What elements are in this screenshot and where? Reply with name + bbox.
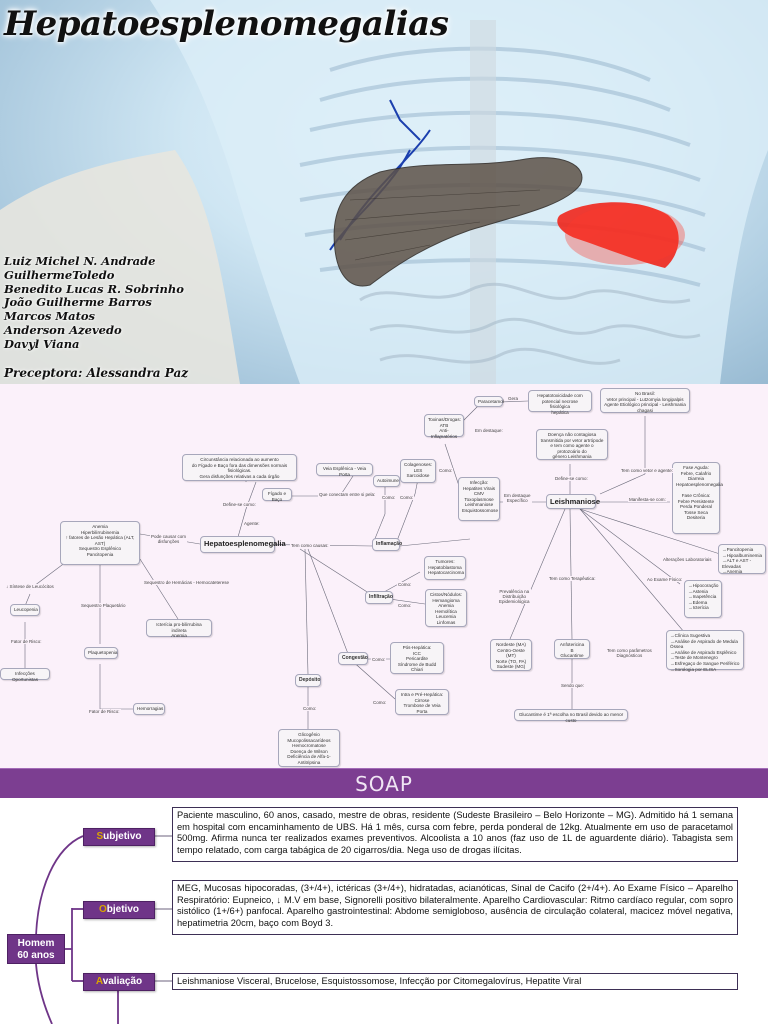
node-infeccao: Infecção: Hepatites Virais CMV Toxoplasm… xyxy=(458,477,500,521)
node-infeccoes-oportunistas: Infecções Oportunistas xyxy=(0,668,50,682)
author-name: Marcos Matos xyxy=(4,309,96,324)
section-label-avaliacao: Avaliação xyxy=(83,973,155,991)
concept-map: Hepatoesplenomegalia Anemia Hiperbilirru… xyxy=(0,384,768,768)
node-hemorragias: Hemorragias xyxy=(133,703,165,715)
link-label: Pode causar com disfunções xyxy=(150,534,188,544)
link-label: Tem como causas: xyxy=(290,543,330,548)
link-label: Sendo que: xyxy=(560,683,586,688)
link-label: Como: xyxy=(397,603,413,608)
section-text-subjetivo: Paciente masculino, 60 anos, casado, mes… xyxy=(172,807,738,862)
node-anemia: Anemia Hiperbilirrubinemia ↑ fatores de … xyxy=(60,521,140,565)
author-name: João Guilherme Barros xyxy=(4,295,152,310)
link-label: Que conectam entre si pela: xyxy=(318,492,377,497)
node-fases: Fase Aguda: Febre, Calafrio Diarreia Hep… xyxy=(672,462,723,534)
author-name: Davyl Viana xyxy=(4,336,80,351)
node-toxinas: Toxinas/Drogas: ATB Anti-Inflamatórios xyxy=(424,414,464,439)
node-ictericia: Icterícia pro-bilirrubina indireta Anemi… xyxy=(146,619,212,638)
node-cistos: Cistos/Nódulos: Hemangioma Anemia Hemolí… xyxy=(425,589,467,627)
link-label: Em destaque Específico xyxy=(503,493,532,503)
anatomy-illustration xyxy=(0,0,768,384)
link-label: Como: xyxy=(438,468,454,473)
node-veia-esplenica: Veia Esplênica - Veia Porta xyxy=(316,463,373,477)
link-label: Como: xyxy=(371,657,387,662)
node-hepatotoxicidade: Hepatotoxicidade com potencial necrose f… xyxy=(528,390,592,415)
section-text-avaliacao: Leishmaniose Visceral, Brucelose, Esquis… xyxy=(172,973,738,990)
section-label-rest: bjetivo xyxy=(106,904,139,915)
section-label-subjetivo: Subjetivo xyxy=(83,828,155,846)
link-label: Gera xyxy=(507,396,520,401)
author-name: Luiz Michel N. Andrade xyxy=(4,254,156,268)
section-label-rest: ubjetivo xyxy=(103,831,142,842)
preceptor-name: Preceptora: Alessandra Paz xyxy=(4,366,189,380)
patient-age: 60 anos xyxy=(17,950,55,961)
node-sequestro-plaquetario: Sequestro Plaquetário xyxy=(80,603,127,608)
link-label: Fator de Risco: xyxy=(88,709,121,714)
soap-connectors xyxy=(35,835,172,1024)
link-label: Em destaque: xyxy=(474,428,504,433)
patient-box: Homem 60 anos xyxy=(7,934,65,964)
author-name: GuilhermeToledo xyxy=(4,267,115,282)
link-label: Como: xyxy=(399,495,415,500)
node-figado-baco: Fígado e Baço xyxy=(262,488,292,502)
soap-title: SOAP xyxy=(355,772,413,796)
node-infiltracao: Infiltração xyxy=(365,591,393,604)
hero-banner: Hepatoesplenomegalias Luiz Michel N. And… xyxy=(0,0,768,384)
link-label: Como: xyxy=(381,495,397,500)
soap-header-bar: SOAP xyxy=(0,768,768,799)
link-label: Como: xyxy=(372,700,388,705)
node-glucantime: Glucantime é 1ª escolha no Brasil devido… xyxy=(514,709,628,723)
node-leucopenia: Leucopenia xyxy=(10,604,40,616)
node-diagnostico: →Clínica Sugestiva →Análise de Aspirado … xyxy=(666,630,744,672)
link-label: Agente: xyxy=(243,521,261,526)
page-title: Hepatoesplenomegalias xyxy=(4,4,449,44)
link-label: Ao Exame Físico: xyxy=(646,577,684,582)
section-initial: A xyxy=(95,976,103,987)
node-sintese-leucocitos: ↓ Síntese de Leucócitos xyxy=(5,584,55,589)
node-doenca: Doença não contagiosa transmitida por ve… xyxy=(536,429,608,460)
author-name: Benedito Lucas R. Sobrinho xyxy=(4,281,184,296)
node-inflamacao: Inflamação xyxy=(372,538,402,551)
link-label: Tem como vetor e agente: xyxy=(620,468,675,473)
node-leishmaniose: Leishmaniose xyxy=(546,494,600,509)
section-initial: O xyxy=(98,904,107,915)
section-text-objetivo: MEG, Mucosas hipocoradas, (3+/4+), ictér… xyxy=(172,880,738,935)
node-distribuicao: Nordeste (MA) Centro-Oeste (MT) Norte (T… xyxy=(490,639,532,671)
patient-sex: Homem xyxy=(17,938,55,949)
node-plaquetopenia: Plaquetopenia xyxy=(84,647,118,659)
node-alteracoes-lab: →Pancitopenia →Hipoalbuminemia →ALT e AS… xyxy=(718,544,766,574)
link-label: Fator de Risco: xyxy=(10,639,43,644)
node-glicogenio: Glicogênio Mucopolissacarídeos Hemocroma… xyxy=(278,729,340,767)
node-circunstancia: Circunstância relacionada ao aumento do … xyxy=(182,454,297,481)
link-label: Tem como parâmetros Diagnósticos xyxy=(606,648,653,658)
node-colagenoses: Colagenoses: LES Sarcoidose xyxy=(400,459,436,483)
link-label: Tem como Terapêutica: xyxy=(548,576,597,581)
node-deposito: Depósito xyxy=(295,674,321,687)
link-label: Como: xyxy=(302,706,318,711)
link-label: Define-se como: xyxy=(222,502,257,507)
node-pos-hepatica: Pós-Hepática: ICC Pericardite Síndrome d… xyxy=(390,642,444,674)
link-label: Alterações Laboratoriais xyxy=(662,557,713,562)
author-name: Anderson Azevedo xyxy=(4,322,122,337)
node-intra-hepatica: Intra e Pré-Hepática: Cirrose Trombose d… xyxy=(395,689,449,715)
link-label: Manifesta-se com: xyxy=(628,497,667,502)
node-hepatoesplenomegalia: Hepatoesplenomegalia xyxy=(200,536,286,553)
node-no-brasil: No Brasil: Vetor principal - Lutzomyia l… xyxy=(600,388,690,413)
node-exame-fisico: →Hipocoração →Astenia →Inapetência →Edem… xyxy=(684,580,722,618)
author-list: Luiz Michel N. Andrade GuilhermeToledo B… xyxy=(4,254,184,352)
node-paracetamol: Paracetamol xyxy=(474,396,504,407)
node-autoimune: Autoimune xyxy=(373,475,400,487)
section-label-objetivo: Objetivo xyxy=(83,901,155,919)
section-initial: S xyxy=(96,831,104,842)
link-label: Define-se como: xyxy=(554,476,589,481)
link-label: Como: xyxy=(397,582,413,587)
node-tumores: Tumores: Hepatoblastoma Hepatocarcinoma xyxy=(424,556,466,580)
node-terapeutica: Anfotericina B Glucantime xyxy=(554,639,590,659)
soap-section: Homem 60 anos Subjetivo Paciente masculi… xyxy=(0,798,768,1024)
link-label: Prevalência na Distribuição Epidemiológi… xyxy=(498,589,531,604)
node-sequestro-hemacias: Sequestro de Hemácias - Hemocateterese xyxy=(143,580,231,585)
section-label-rest: valiação xyxy=(102,976,143,987)
node-congestao: Congestão xyxy=(338,652,368,665)
